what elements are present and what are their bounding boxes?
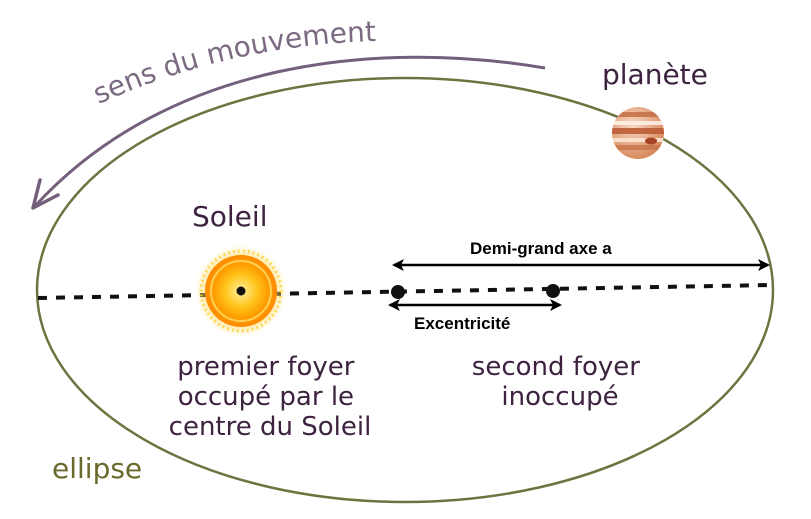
sun-label: Soleil <box>192 200 267 233</box>
center-point <box>391 285 405 299</box>
second-focus-label: second foyer inoccupé <box>472 352 648 412</box>
movement-arrowhead-icon <box>31 178 60 210</box>
major-axis-line <box>37 283 773 300</box>
planet-icon <box>612 107 664 159</box>
ellipse-label: ellipse <box>52 452 142 485</box>
orbit-ellipse <box>35 76 775 504</box>
first-focus-label: premier foyer occupé par le centre du So… <box>169 352 372 442</box>
eccentricity-label: Excentricité <box>414 314 510 333</box>
semi-major-axis-label: Demi-grand axe a <box>470 239 612 258</box>
first-focus-point <box>236 286 246 296</box>
movement-arrow <box>34 55 546 207</box>
planet-label: planète <box>602 58 708 91</box>
second-focus-point <box>546 284 560 298</box>
